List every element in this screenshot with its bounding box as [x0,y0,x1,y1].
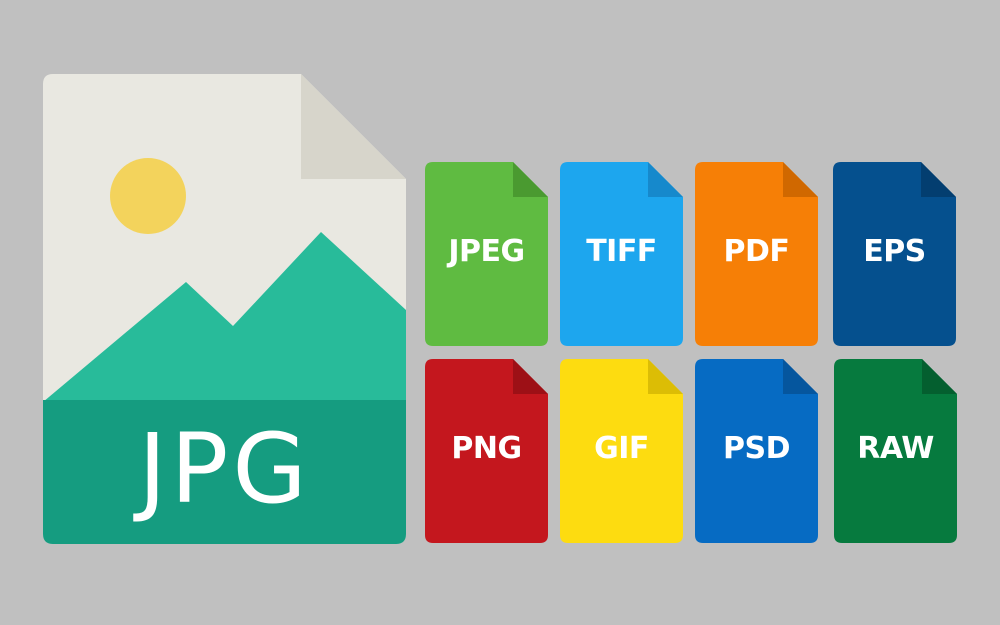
image-file-icon [43,74,406,544]
format-label-pdf: PDF [723,234,790,269]
sun-icon [110,158,186,234]
format-label-gif: GIF [594,431,649,466]
tiff-file-icon: TIFF [560,162,683,346]
pdf-file-icon: PDF [695,162,818,346]
format-label-png: PNG [451,431,522,466]
eps-file-icon: EPS [833,162,956,346]
jpg-file-icon: JPG [43,74,406,544]
format-label-jpeg: JPEG [448,234,525,269]
raw-file-icon: RAW [834,359,957,543]
jpg-label: JPG [138,413,311,525]
png-file-icon: PNG [425,359,548,543]
jpeg-file-icon: JPEG [425,162,548,346]
format-label-eps: EPS [863,234,926,269]
format-label-tiff: TIFF [586,234,657,269]
gif-file-icon: GIF [560,359,683,543]
mountain-icon [43,232,406,410]
psd-file-icon: PSD [695,359,818,543]
format-label-raw: RAW [857,431,934,466]
format-label-psd: PSD [723,431,791,466]
